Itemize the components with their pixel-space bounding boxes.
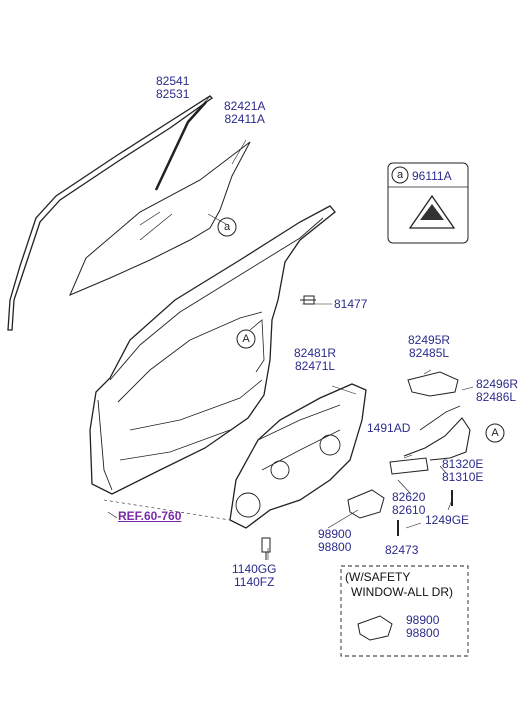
safety-window-note: (W/SAFETY WINDOW-ALL DR) — [345, 570, 453, 599]
door-glass — [69, 141, 251, 296]
callout-a-circle — [217, 217, 237, 237]
callout-A2-circle — [485, 423, 505, 443]
label-inner-handle[interactable]: 82620 82610 — [392, 490, 426, 517]
label-bolt-81477[interactable]: 81477 — [334, 297, 368, 311]
label-clip[interactable]: 1491AD — [367, 421, 411, 435]
glass-run-channel — [7, 95, 214, 331]
label-outside-handle[interactable]: 82495R 82485L — [408, 333, 451, 360]
label-safety-motor[interactable]: 98900 98800 — [406, 613, 440, 640]
label-regulator-module[interactable]: 82481R 82471L — [294, 346, 337, 373]
callout-A2-label: A — [491, 427, 499, 439]
emblem-box — [387, 162, 469, 244]
label-glass-channel[interactable]: 82541 82531 — [156, 74, 190, 101]
label-screw-1249ge[interactable]: 1249GE — [425, 513, 470, 527]
label-emblem[interactable]: 96111A — [412, 169, 452, 183]
bolt-1140gg — [261, 537, 271, 560]
callout-A-circle — [236, 329, 256, 349]
label-door-glass[interactable]: 82421A 82411A — [224, 99, 266, 126]
label-motor[interactable]: 98900 98800 — [318, 527, 352, 554]
callout-A-label: A — [242, 333, 250, 345]
callout-a-label: a — [223, 221, 231, 233]
emblem-callout-circle — [391, 166, 409, 184]
emblem-icon — [408, 194, 456, 229]
safety-window-box — [340, 565, 469, 657]
door-frame — [89, 205, 336, 495]
label-bolt-1140[interactable]: 1140GG 1140FZ — [232, 562, 277, 589]
bolt-81477 — [300, 295, 316, 305]
safety-motor — [357, 615, 393, 641]
emblem-callout-label: a — [396, 169, 404, 181]
regulator-module — [229, 383, 367, 529]
label-latch[interactable]: 81320E 81310E — [442, 457, 484, 484]
window-motor — [347, 489, 385, 519]
label-rod[interactable]: 82496R 82486L — [476, 377, 519, 404]
inner-handle — [389, 457, 429, 475]
label-pin-82473[interactable]: 82473 — [385, 543, 419, 557]
ref-link[interactable]: REF.60-760 — [118, 509, 182, 523]
latch-rods — [403, 417, 471, 461]
outside-handle — [407, 371, 459, 397]
